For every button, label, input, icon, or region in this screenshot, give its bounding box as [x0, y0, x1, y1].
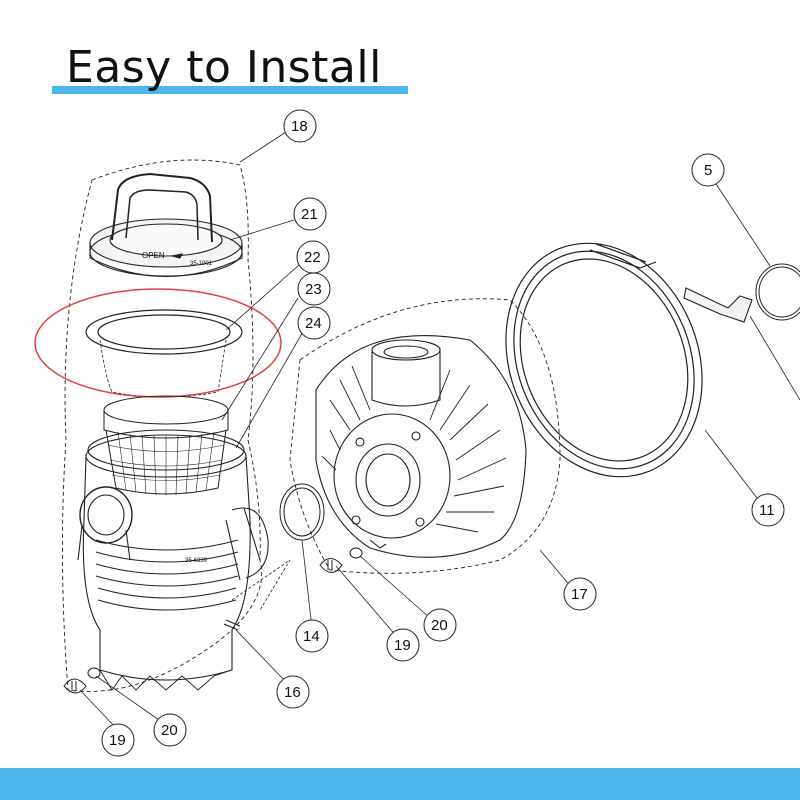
svg-text:20: 20	[161, 722, 178, 739]
svg-text:20: 20	[431, 617, 448, 634]
drain-handle-part	[683, 287, 753, 323]
drain-oring-upper	[349, 547, 363, 559]
callout-20-upper: 20	[423, 608, 457, 642]
svg-text:11: 11	[759, 502, 775, 519]
lid-open-label: OPEN	[142, 251, 165, 260]
callout-19-lower: 19	[101, 723, 135, 757]
svg-text:21: 21	[301, 206, 318, 223]
clamp-band	[505, 242, 703, 478]
drain-oring-lower	[87, 667, 101, 679]
leader-lines	[79, 131, 800, 729]
o-ring-5	[755, 263, 800, 321]
callout-21: 21	[293, 197, 327, 231]
svg-text:5: 5	[704, 162, 712, 179]
callout-5: 5	[691, 153, 725, 187]
svg-text:14: 14	[303, 628, 320, 645]
callout-20-lower: 20	[153, 713, 187, 747]
svg-text:23: 23	[305, 281, 322, 298]
highlight-ellipse	[34, 288, 282, 398]
seal-plate	[315, 335, 527, 558]
bolt-16	[223, 619, 241, 631]
drain-plug-lower	[63, 678, 87, 694]
callout-22: 22	[296, 240, 330, 274]
lid-part-number-label: 35-1001	[190, 261, 213, 267]
basket-mesh-lines	[107, 431, 225, 496]
callout-11: 11	[751, 493, 785, 527]
part-callouts: 18 21 22 23 24 5 11 17 14 19 20 16 20 19	[101, 109, 785, 757]
callout-16: 16	[276, 675, 310, 709]
callout-23: 23	[297, 272, 331, 306]
svg-text:17: 17	[571, 586, 588, 603]
callout-24: 24	[297, 306, 331, 340]
svg-text:24: 24	[305, 315, 322, 332]
callout-17: 17	[563, 577, 597, 611]
svg-text:18: 18	[291, 118, 308, 135]
discharge-port	[225, 507, 269, 581]
housing-gasket	[279, 483, 325, 541]
svg-text:19: 19	[109, 732, 126, 749]
seal-plate-group-dashed-outline	[289, 298, 561, 574]
housing-part-number-label: 35-6339	[185, 558, 208, 564]
svg-text:16: 16	[284, 684, 301, 701]
lid-o-ring	[85, 309, 243, 398]
svg-text:22: 22	[304, 249, 321, 266]
callout-19-upper: 19	[386, 628, 420, 662]
drain-plug-upper	[319, 558, 343, 573]
svg-text:19: 19	[394, 637, 411, 654]
strainer-housing: 35-6339	[77, 429, 251, 691]
strainer-lid: OPEN 35-1001	[89, 172, 243, 277]
title-underline-bar	[52, 86, 408, 94]
callout-14: 14	[295, 619, 329, 653]
page-title: Easy to Install	[66, 42, 382, 93]
footer-accent-bar	[0, 768, 800, 800]
callout-18: 18	[283, 109, 317, 143]
